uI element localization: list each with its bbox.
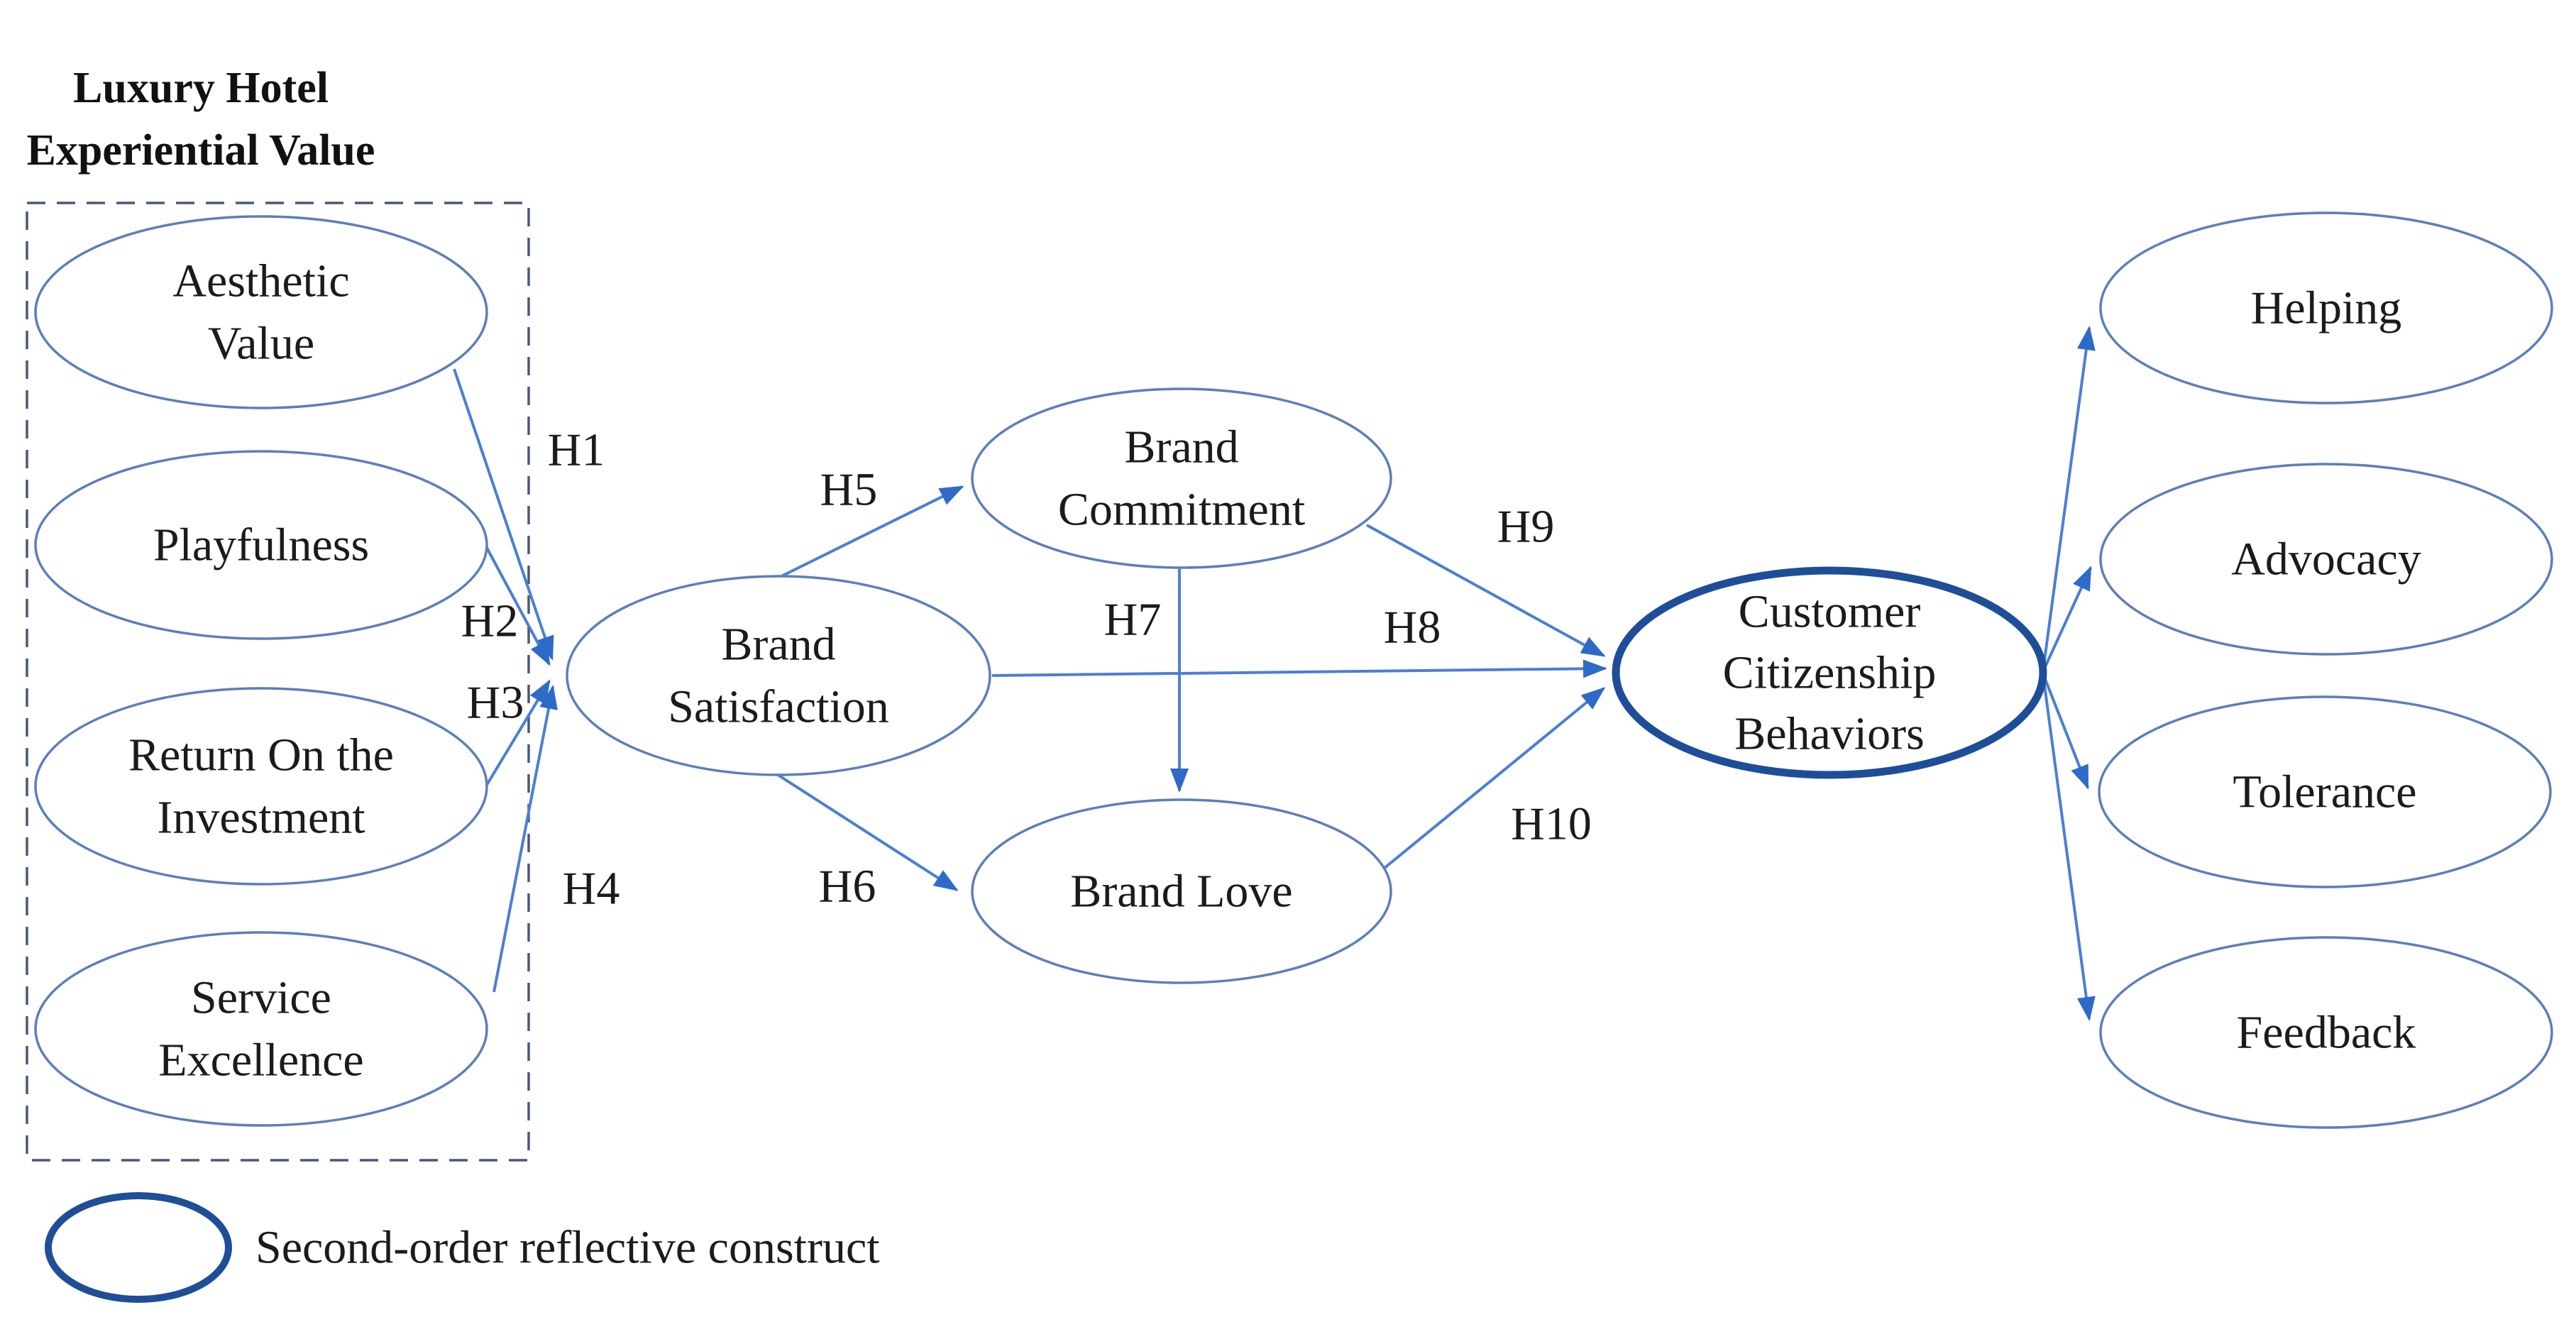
hypothesis-label-h2: H2	[461, 595, 519, 647]
node-tolerance	[2098, 695, 2552, 888]
node-service-excellence-label-line2: Excellence	[158, 1035, 363, 1086]
node-feedback	[2099, 936, 2553, 1129]
hypothesis-label-h3: H3	[467, 677, 524, 729]
node-brand-commitment-label-line1: Brand	[1124, 422, 1238, 473]
node-return-on-investment-label-line2: Investment	[157, 792, 365, 844]
arrow-h8	[991, 659, 1607, 678]
hypothesis-label-h10: H10	[1511, 798, 1592, 850]
node-ccb-label-line2: Citizenship	[1723, 647, 1937, 699]
node-service-excellence-label-line1: Service	[191, 972, 331, 1024]
node-advocacy-label: Advocacy	[2231, 534, 2421, 585]
node-return-on-investment	[34, 687, 488, 886]
node-helping	[2099, 211, 2553, 404]
hypothesis-label-h1: H1	[548, 424, 605, 476]
arrow-h9	[1366, 524, 1606, 657]
arrow-ccb-helping	[2042, 326, 2096, 666]
node-brand-satisfaction-label-line2: Satisfaction	[668, 681, 889, 733]
node-return-on-investment-label-line1: Return On the	[128, 729, 394, 781]
hypothesis-label-h7: H7	[1104, 594, 1162, 646]
arrow-h6	[772, 771, 959, 891]
arrow-h3	[485, 679, 551, 786]
node-brand-commitment-label-line2: Commitment	[1058, 484, 1305, 536]
arrow-h5	[769, 485, 964, 583]
node-playfulness	[34, 450, 488, 640]
arrow-ccb-feedback	[2042, 679, 2096, 1021]
node-customer-citizenship-behaviors	[1612, 566, 2047, 779]
node-playfulness-label: Playfulness	[153, 519, 369, 571]
arrow-ccb-advocacy	[2042, 566, 2092, 671]
node-ccb-label-line3: Behaviors	[1734, 708, 1925, 760]
node-brand-satisfaction-label-line1: Brand	[721, 619, 835, 671]
node-brand-love	[971, 798, 1392, 984]
node-feedback-label: Feedback	[2237, 1007, 2416, 1059]
arrow-ccb-tolerance	[2042, 675, 2089, 790]
hypothesis-label-h5: H5	[820, 464, 878, 516]
node-brand-commitment	[971, 387, 1392, 569]
node-helping-label: Helping	[2251, 282, 2402, 334]
arrow-h4	[492, 685, 558, 993]
node-aesthetic-value-label-line1: Aesthetic	[172, 255, 349, 307]
node-tolerance-label: Tolerance	[2233, 766, 2416, 818]
diagram-title-line2: Experiential Value	[27, 126, 375, 175]
arrow-h2	[485, 547, 551, 666]
node-brand-satisfaction	[566, 575, 991, 776]
node-brand-love-label: Brand Love	[1070, 866, 1292, 918]
diagram-title-line1: Luxury Hotel	[73, 64, 329, 112]
arrow-h10	[1382, 687, 1606, 870]
hypothesis-label-h9: H9	[1497, 501, 1555, 553]
node-advocacy	[2099, 463, 2553, 656]
hypothesis-label-h4: H4	[563, 863, 620, 915]
node-ccb-label-line1: Customer	[1739, 586, 1921, 638]
node-aesthetic-value-label-line2: Value	[208, 318, 314, 370]
hypothesis-label-h6: H6	[819, 861, 876, 913]
legend-second-order-ellipse-icon	[45, 1192, 232, 1303]
arrow-h1	[453, 368, 554, 661]
node-aesthetic-value	[34, 215, 488, 409]
experiential-value-group-box	[26, 202, 530, 1162]
hypothesis-label-h8: H8	[1384, 602, 1441, 654]
node-service-excellence	[34, 931, 488, 1127]
legend-text: Second-order reflective construct	[255, 1222, 880, 1274]
